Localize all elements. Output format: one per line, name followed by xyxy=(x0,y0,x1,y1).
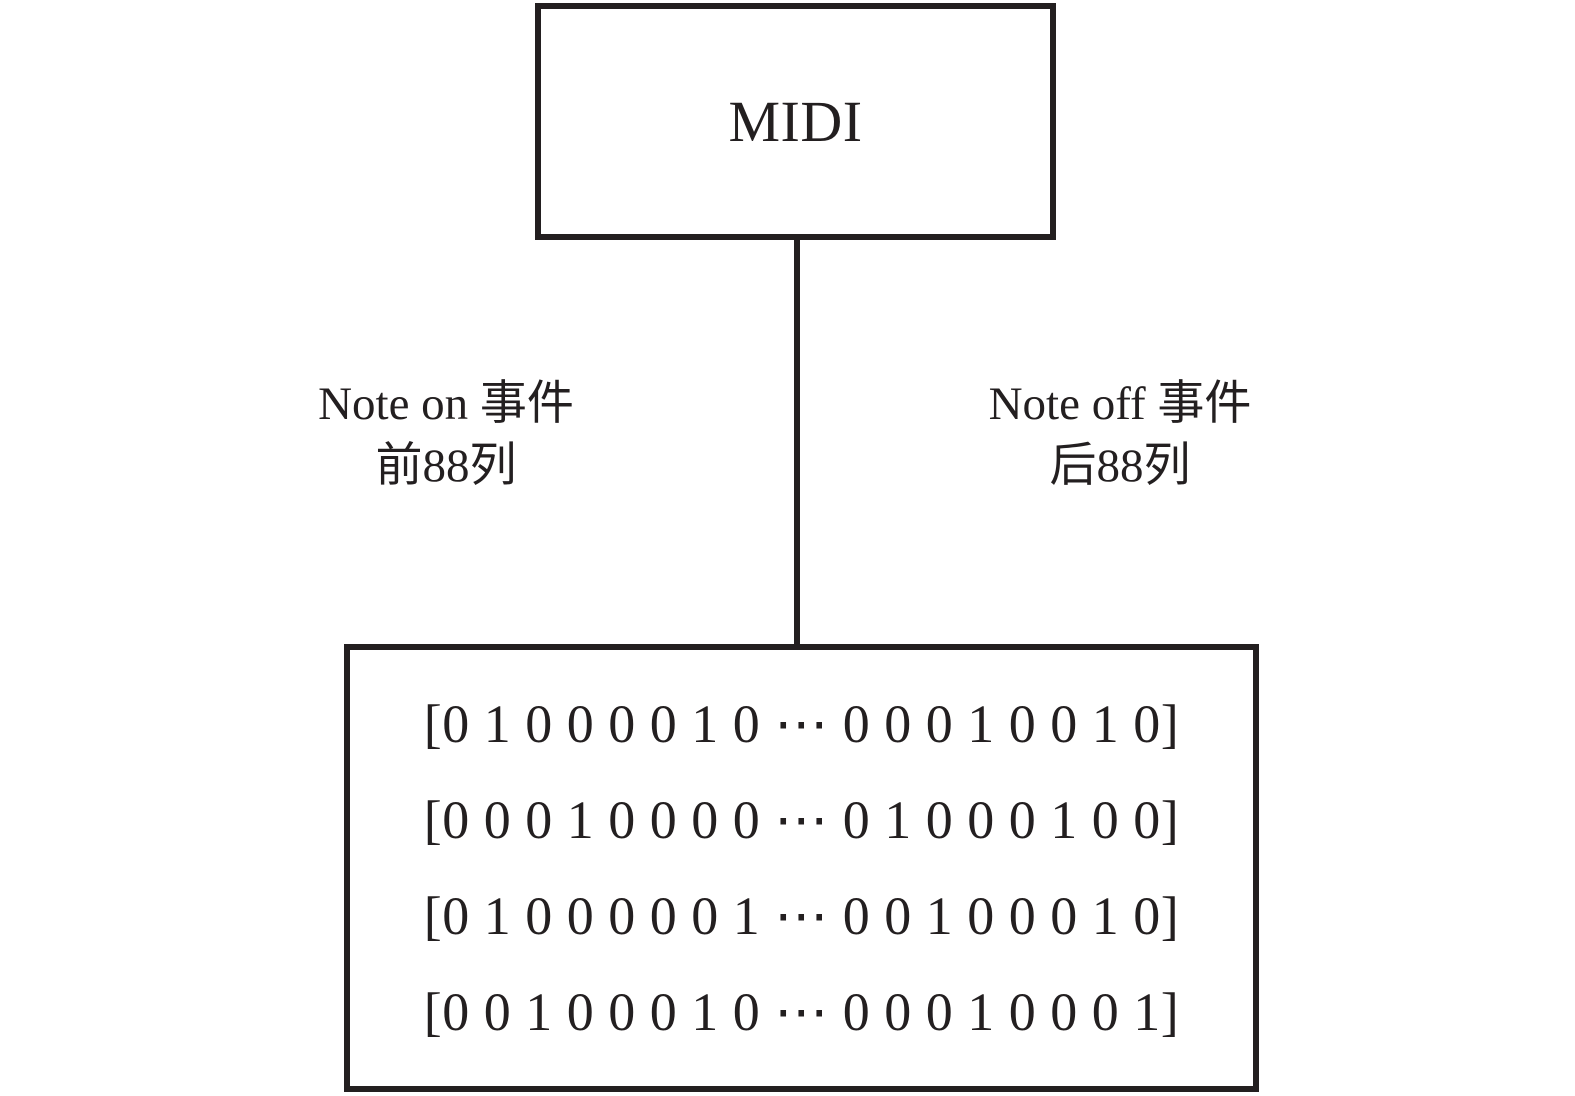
binary-matrix-box: [0 1 0 0 0 0 1 0 ⋯ 0 0 0 1 0 0 1 0] [0 0… xyxy=(344,644,1259,1092)
edge-label-note-off-line2: 后88列 xyxy=(1049,440,1191,493)
connector-line-midi-to-matrix xyxy=(794,236,800,648)
edge-label-note-off-line1: Note off 事件 xyxy=(988,378,1252,430)
midi-box-label: MIDI xyxy=(728,88,863,154)
edge-label-note-on-line2: 前88列 xyxy=(375,440,517,493)
edge-label-note-off: Note off 事件 后88列 xyxy=(900,373,1340,497)
matrix-row: [0 0 0 1 0 0 0 0 ⋯ 0 1 0 0 0 1 0 0] xyxy=(423,790,1180,850)
matrix-row: [0 1 0 0 0 0 0 1 ⋯ 0 0 1 0 0 0 1 0] xyxy=(423,886,1180,946)
matrix-row: [0 1 0 0 0 0 1 0 ⋯ 0 0 0 1 0 0 1 0] xyxy=(423,694,1180,754)
matrix-row: [0 0 1 0 0 0 1 0 ⋯ 0 0 0 1 0 0 0 1] xyxy=(423,982,1180,1042)
midi-source-box: MIDI xyxy=(535,3,1056,240)
edge-label-note-on: Note on 事件 前88列 xyxy=(226,373,666,497)
edge-label-note-on-line1: Note on 事件 xyxy=(318,378,574,430)
